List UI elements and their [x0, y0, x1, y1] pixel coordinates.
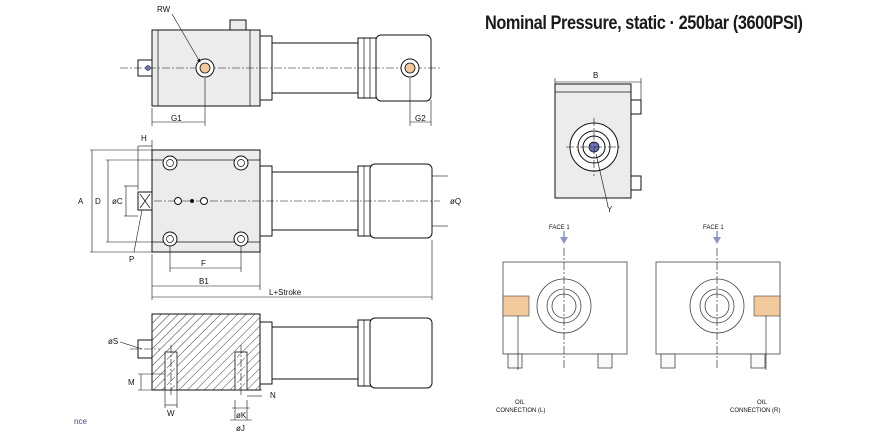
oil-connection-right-view: [655, 231, 781, 370]
rw-port: [199, 62, 211, 74]
label-oil-right-2: CONNECTION (R): [730, 408, 780, 414]
label-d: D: [95, 197, 101, 206]
mount-hole-tl: [162, 155, 178, 171]
label-l-stroke: L+Stroke: [269, 288, 302, 297]
mount-hole-tr: [233, 155, 249, 171]
label-oq: øQ: [450, 197, 461, 206]
label-w: W: [167, 409, 175, 418]
label-b1: B1: [199, 277, 209, 286]
label-oil-left-2: CONNECTION (L): [496, 408, 545, 414]
label-p: P: [129, 255, 134, 264]
page-title: Nominal Pressure, static · 250bar (3600P…: [485, 13, 803, 34]
top-nub: [229, 19, 247, 31]
mount-hole-bl: [162, 231, 178, 247]
label-os: øS: [108, 337, 118, 346]
label-g2: G2: [415, 114, 426, 123]
label-face1-left: FACE 1: [549, 225, 570, 231]
label-h: H: [141, 134, 147, 143]
label-ok: øK: [236, 411, 247, 420]
label-m: M: [128, 378, 135, 387]
top-view: [120, 13, 440, 126]
label-rw: RW: [157, 5, 171, 14]
main-view: [90, 140, 448, 300]
footer-fragment: nce: [74, 417, 87, 426]
label-oc: øC: [112, 197, 123, 206]
section-view: [119, 313, 433, 421]
label-y: Y: [607, 205, 613, 214]
g2-port: [404, 62, 416, 74]
label-a: A: [78, 197, 84, 206]
right-oil-port: [753, 295, 781, 317]
end-view: [554, 78, 642, 207]
left-oil-port: [502, 295, 530, 317]
label-n: N: [270, 391, 276, 400]
label-oil-left-1: OIL: [515, 400, 525, 406]
label-oil-right-1: OIL: [757, 400, 767, 406]
oil-connection-left-view: [502, 231, 628, 370]
label-f: F: [201, 259, 206, 268]
label-oj: øJ: [236, 424, 245, 433]
label-g1: G1: [171, 114, 182, 123]
mount-hole-br: [233, 231, 249, 247]
label-b: B: [593, 71, 598, 80]
label-face1-right: FACE 1: [703, 225, 724, 231]
